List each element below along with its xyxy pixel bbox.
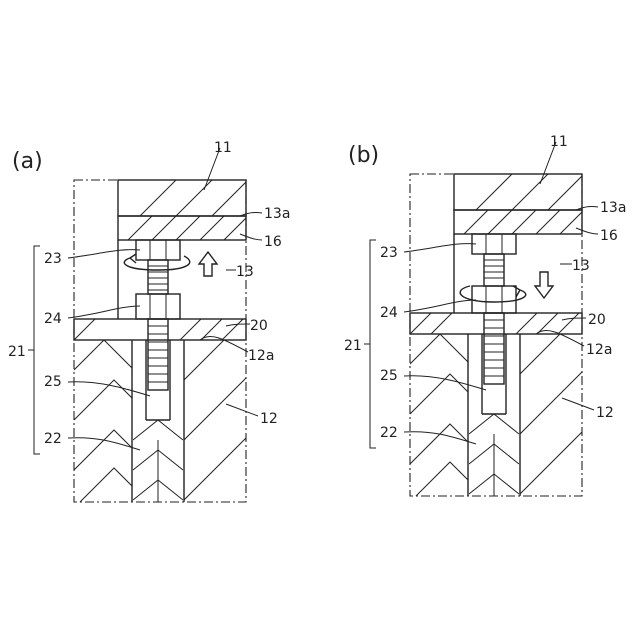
hatch-12-left (74, 340, 132, 502)
bolt-thread-upper (148, 260, 168, 294)
panel-caption: (a) (12, 149, 43, 174)
label-25: 25 (380, 368, 398, 384)
hatch-12-left (410, 334, 468, 496)
hatch-20 (410, 313, 579, 334)
plate-16 (118, 216, 246, 240)
hatch-12-right (184, 340, 246, 500)
plate-20 (410, 313, 582, 334)
panel-a: (a) (8, 140, 290, 502)
hatch-16 (128, 216, 248, 240)
nut-24 (472, 286, 516, 313)
plate-20 (74, 319, 246, 340)
threaded-hole-25 (146, 340, 170, 420)
nut-23 (136, 240, 180, 260)
panel-caption: (b) (348, 143, 379, 168)
hatch-12-right (520, 334, 582, 494)
label-11: 11 (214, 140, 232, 156)
hatch-11 (140, 180, 248, 216)
label-13a: 13a (264, 206, 290, 222)
label-16: 16 (264, 234, 282, 250)
label-21: 21 (344, 338, 362, 354)
label-22: 22 (44, 431, 62, 447)
label-12: 12 (596, 405, 614, 421)
label-12a: 12a (586, 342, 612, 358)
threaded-hole-25 (482, 334, 506, 414)
label-24: 24 (44, 311, 62, 327)
nut-23 (472, 234, 516, 254)
bolt-thread-upper (484, 254, 504, 286)
label-13: 13 (572, 258, 590, 274)
hatch-16 (464, 210, 584, 234)
label-11: 11 (550, 134, 568, 150)
label-24: 24 (380, 305, 398, 321)
frame-outline (410, 174, 582, 496)
label-20: 20 (588, 312, 606, 328)
bolt-thread-lower (484, 313, 504, 384)
label-25: 25 (44, 374, 62, 390)
frame-outline (74, 180, 246, 502)
label-13: 13 (236, 264, 254, 280)
hatch-20 (74, 319, 243, 340)
label-23: 23 (44, 251, 62, 267)
direction-arrow-down (535, 272, 553, 298)
hatch-11 (476, 174, 584, 210)
bolt-thread-lower (148, 319, 168, 390)
label-23: 23 (380, 245, 398, 261)
plate-16 (454, 210, 582, 234)
label-12: 12 (260, 411, 278, 427)
brace-21 (28, 246, 40, 454)
label-21: 21 (8, 344, 26, 360)
brace-21 (364, 240, 376, 448)
label-20: 20 (250, 318, 268, 334)
direction-arrow-up (199, 252, 217, 276)
panel-b: (b) (344, 134, 626, 496)
label-12a: 12a (248, 348, 274, 364)
nut-24 (136, 294, 180, 319)
label-16: 16 (600, 228, 618, 244)
label-13a: 13a (600, 200, 626, 216)
label-22: 22 (380, 425, 398, 441)
